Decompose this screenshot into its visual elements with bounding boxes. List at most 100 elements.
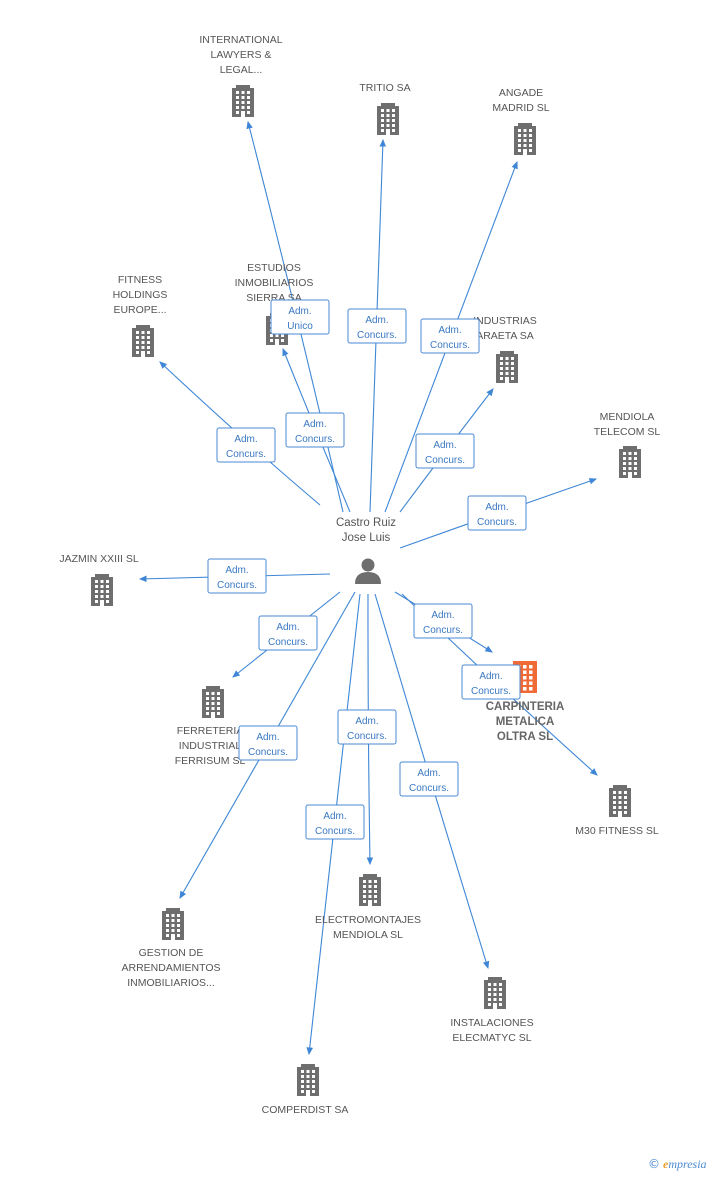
relation-label: Adm. [234,434,257,445]
relation-box-carpinteria[interactable]: Adm. Concurs. [413,603,473,639]
building-icon [202,686,224,718]
company-label: FITNESS [118,274,162,286]
company-node-m30[interactable]: M30 FITNESS SL [575,785,659,837]
company-label: MADRID SL [492,102,549,114]
relation-label: Adm. [276,622,299,633]
relation-label: Adm. [256,732,279,743]
building-icon [162,908,184,940]
building-icon [232,85,254,117]
company-label: INMOBILIARIOS... [127,977,215,989]
relation-box-m30[interactable]: Adm.Concurs. [461,664,521,700]
relation-box-angade[interactable]: Adm.Concurs. [420,318,480,354]
company-label: MENDIOLA SL [333,929,403,941]
building-icon [619,446,641,478]
relation-label: Adm. [485,502,508,513]
relation-label: Concurs. [295,434,335,445]
building-icon [297,1064,319,1096]
company-label: LAWYERS & [211,49,272,61]
company-label: FERRETERIA [177,725,244,737]
relation-box-fitness-holdings[interactable]: Adm. Concurs. [216,427,276,463]
building-icon [609,785,631,817]
company-label: CARPINTERIA [486,701,565,713]
company-label: ELECTROMONTAJES [315,914,421,926]
relation-label: Concurs. [226,449,266,460]
company-label: EUROPE... [113,304,166,316]
relation-box-tritio[interactable]: Adm.Concurs. [347,308,407,344]
company-label: INSTALACIONES [450,1017,533,1029]
relation-box-estudios[interactable]: Adm.Concurs. [285,412,345,448]
relation-box-industrias[interactable]: Adm. Concurs. [415,433,475,469]
company-label: INMOBILIARIOS [235,277,314,289]
company-node-comperdist[interactable]: COMPERDIST SA [262,1064,349,1116]
company-label: TELECOM SL [594,426,661,438]
company-label: FERRISUM SL [175,755,246,767]
company-label: ANGADE [499,87,543,99]
company-node-electromontajes[interactable]: ELECTROMONTAJES MENDIOLA SL [315,874,421,941]
relation-box-gestion[interactable]: Adm. Concurs. [238,725,298,761]
relation-label: Concurs. [471,686,511,697]
building-icon [514,123,536,155]
company-label: GESTION DE [139,947,204,959]
company-label: TRITIO SA [359,82,410,94]
company-label: ARAETA SA [476,330,534,342]
relation-box-comperdist[interactable]: Adm.Concurs. [305,804,365,840]
relation-label: Concurs. [248,747,288,758]
company-node-mendiola-telecom[interactable]: MENDIOLA TELECOM SL [594,411,661,478]
company-label: INTERNATIONAL [199,34,282,46]
relation-box-jazmin[interactable]: Adm. Concurs. [207,558,267,594]
company-label: HOLDINGS [113,289,168,301]
company-label: ELECMATYC SL [452,1032,531,1044]
person-icon [355,558,381,584]
relation-label: Concurs. [217,580,257,591]
company-node-instalaciones[interactable]: INSTALACIONES ELECMATYC SL [450,977,534,1044]
relation-label: Concurs. [477,517,517,528]
company-label: INDUSTRIAL [179,740,242,752]
building-icon [91,574,113,606]
person-name-line1: Castro Ruiz [336,517,396,529]
company-node-tritio[interactable]: TRITIO SA [359,82,411,135]
building-icon [496,351,518,383]
company-label: ESTUDIOS [247,262,301,274]
company-node-fitness-holdings[interactable]: FITNESS HOLDINGS EUROPE... [113,274,168,357]
building-icon [377,103,399,135]
relation-label: Unico [287,321,313,332]
building-icon [484,977,506,1009]
relation-label: Concurs. [347,731,387,742]
relation-box-ferreteria[interactable]: Adm. Concurs. [258,615,318,651]
relation-label: Concurs. [268,637,308,648]
company-label: OLTRA SL [497,731,553,743]
relation-label: Adm. [225,565,248,576]
relation-label: Adm. [365,315,388,326]
relation-label: Adm. [433,440,456,451]
company-node-gestion[interactable]: GESTION DEARRENDAMIENTOSINMOBILIARIOS... [122,908,221,989]
brand-initial: e [663,1157,669,1171]
company-label: MENDIOLA [600,411,655,423]
relation-box-electromontajes[interactable]: Adm. Concurs. [337,709,397,745]
copyright-icon: © [648,1157,660,1171]
relation-label: Adm. [431,610,454,621]
relation-label: Concurs. [409,783,449,794]
building-icon [359,874,381,906]
company-node-jazmin[interactable]: JAZMIN XXIII SL [59,553,139,606]
relation-box-mendiola-telecom[interactable]: Adm. Concurs. [467,495,527,531]
company-node-ferreteria[interactable]: FERRETERIA INDUSTRIAL FERRISUM SL [175,686,246,767]
relation-box-international-lawyers[interactable]: Adm. Unico [270,299,330,335]
company-node-angade[interactable]: ANGADE MADRID SL [492,87,550,155]
brand-name: mpresia [668,1157,707,1171]
relation-label: Adm. [288,306,311,317]
relation-label: Concurs. [425,455,465,466]
relation-label: Concurs. [315,826,355,837]
company-label: COMPERDIST SA [262,1104,349,1116]
relation-box-instalaciones[interactable]: Adm. Concurs. [399,761,459,797]
relation-label: Adm. [355,716,378,727]
company-label: LEGAL... [220,64,263,76]
brand-footer[interactable]: ©empresia [648,1157,707,1172]
relation-label: Adm. [438,325,461,336]
company-node-international-lawyers[interactable]: INTERNATIONAL LAWYERS & LEGAL... [199,34,283,117]
relation-label: Adm. [417,768,440,779]
relation-label: Concurs. [423,625,463,636]
